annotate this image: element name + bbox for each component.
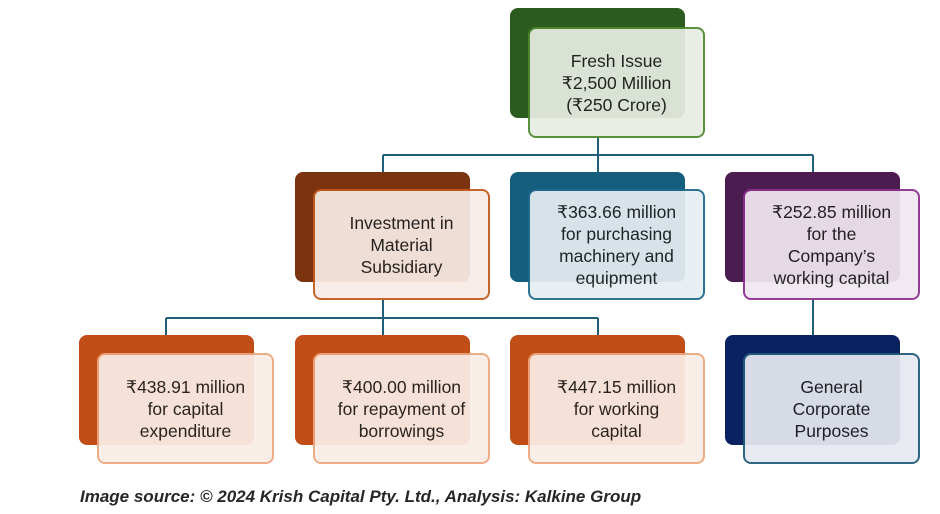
capital-expenditure-node: ₹438.91 million for capital expenditure [97, 353, 274, 464]
subsidiary-working-capital-node: ₹447.15 million for working capital [528, 353, 705, 464]
subsidiary-working-capital-label: ₹447.15 million for working capital [556, 376, 677, 441]
fresh-issue-label: Fresh Issue ₹2,500 Million (₹250 Crore) [561, 50, 672, 115]
repayment-borrowings-label: ₹400.00 million for repayment of borrowi… [337, 376, 466, 441]
machinery-label: ₹363.66 million for purchasing machinery… [556, 201, 677, 288]
image-source-caption: Image source: © 2024 Krish Capital Pty. … [80, 487, 642, 506]
capital-expenditure-label: ₹438.91 million for capital expenditure [125, 376, 246, 441]
company-working-capital-label: ₹252.85 million for the Company’s workin… [771, 201, 892, 288]
investment-subsidiary-node: Investment in Material Subsidiary [313, 189, 490, 300]
general-corporate-label: General Corporate Purposes [792, 376, 871, 441]
machinery-node: ₹363.66 million for purchasing machinery… [528, 189, 705, 300]
general-corporate-node: General Corporate Purposes [743, 353, 920, 464]
company-working-capital-node: ₹252.85 million for the Company’s workin… [743, 189, 920, 300]
repayment-borrowings-node: ₹400.00 million for repayment of borrowi… [313, 353, 490, 464]
investment-subsidiary-label: Investment in Material Subsidiary [349, 212, 454, 277]
fresh-issue-node: Fresh Issue ₹2,500 Million (₹250 Crore) [528, 27, 705, 138]
